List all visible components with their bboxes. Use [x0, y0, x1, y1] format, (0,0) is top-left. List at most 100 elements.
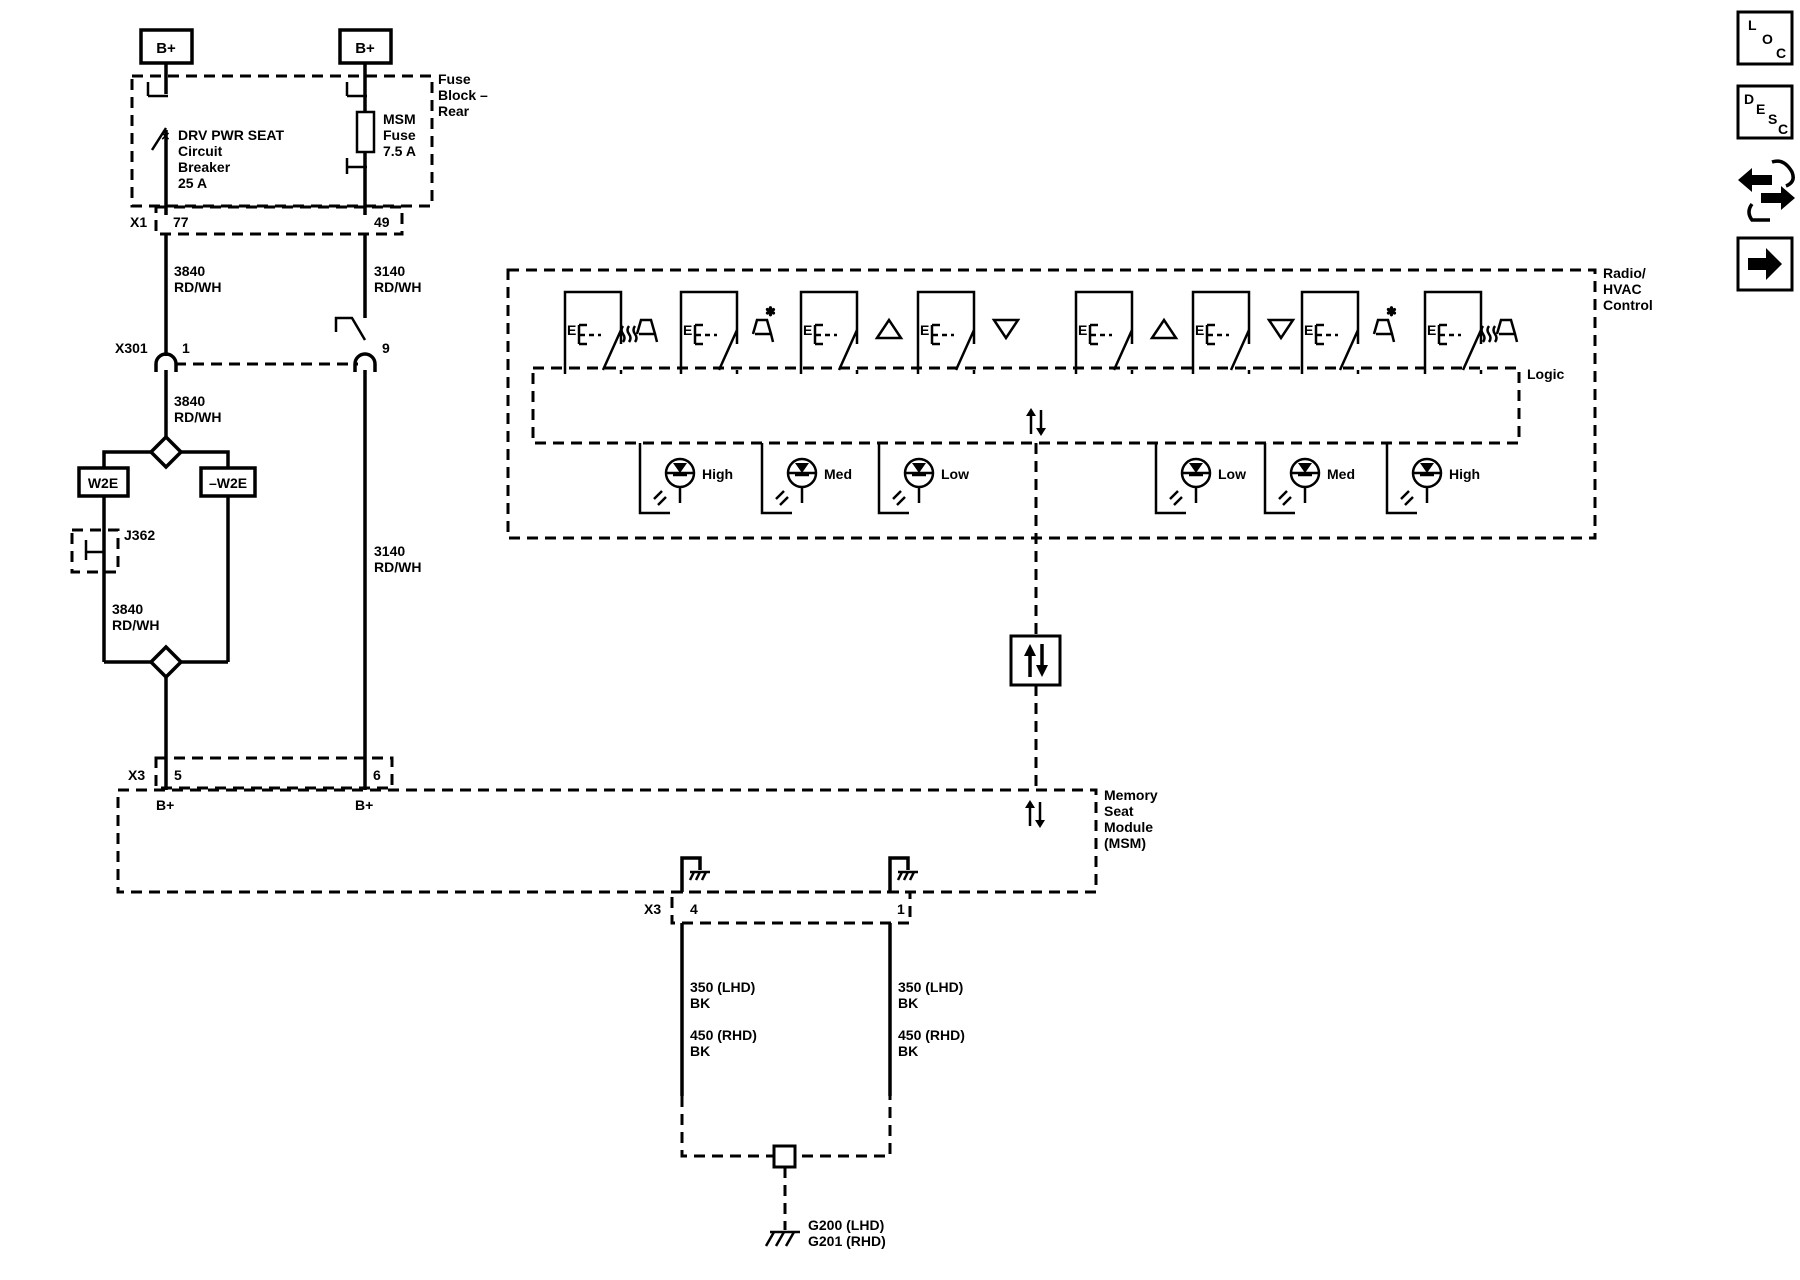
wire-3840-mid-color: RD/WH [174, 409, 221, 425]
arrow-down-icon [1266, 318, 1296, 341]
desc-letter-c: C [1778, 121, 1788, 137]
x3-bottom-label: X3 [644, 901, 661, 917]
hvac-switch: E [1300, 290, 1399, 376]
desc-letter-d: D [1744, 91, 1754, 107]
memory-seat-module: X3 5 6 B+ B+ Memory Seat Module (MSM) X3… [116, 756, 1158, 925]
not-w2e-label: –W2E [209, 475, 247, 491]
loc-letter-c: C [1776, 45, 1786, 61]
bplus-left-box: B+ [139, 28, 194, 65]
led-label: Low [941, 466, 969, 482]
arrow-up-icon [1149, 317, 1179, 340]
led-indicator: High [638, 441, 733, 515]
switch-e-label: E [1078, 322, 1087, 338]
hvac-switch: E [563, 290, 659, 376]
switch-e-label: E [803, 322, 812, 338]
msm-bplus-5: B+ [156, 797, 174, 813]
x301-connector: X301 1 9 [115, 316, 390, 372]
seat-heat-icon [1480, 318, 1519, 344]
led-label: Med [824, 466, 852, 482]
x1-connector-label: X1 [130, 214, 147, 230]
hvac-switch: E [679, 290, 778, 376]
wire-3840-mid-num: 3840 [174, 393, 205, 409]
led-icon [877, 441, 935, 515]
gnd-left-1: 350 (LHD) [690, 979, 755, 995]
led-label: Med [1327, 466, 1355, 482]
radio-name-1: Radio/ [1603, 265, 1646, 281]
option-split: W2E –W2E J362 3840 RD/WH [70, 434, 257, 680]
x3-pin-1: 1 [897, 901, 905, 917]
led-indicator: Low [877, 441, 969, 515]
arrow-down-icon [991, 318, 1021, 341]
wire-3140-mid-color: RD/WH [374, 559, 421, 575]
data-arrows-icon [1026, 408, 1046, 436]
switch-e-label: E [567, 322, 576, 338]
hvac-switch: E [799, 290, 904, 376]
chassis-ground-icon [764, 1230, 800, 1247]
led-icon [1263, 441, 1321, 515]
x3-pin-4: 4 [690, 901, 698, 917]
msm-name-2: Seat [1104, 803, 1134, 819]
hvac-switch: E [1074, 290, 1179, 376]
switch-e-label: E [1427, 322, 1436, 338]
not-w2e-box [199, 466, 257, 498]
led-icon [1385, 441, 1443, 515]
fuse-label-3: 7.5 A [383, 143, 416, 159]
led-indicator: Low [1154, 441, 1246, 515]
radio-hvac-control: Radio/ HVAC Control Logic E E E E E E E E High M… [506, 265, 1653, 540]
led-indicator: Med [1263, 441, 1355, 515]
seat-heat-icon [620, 318, 659, 344]
wire-3140-mid-num: 3140 [374, 543, 405, 559]
desc-button[interactable]: D E S C [1736, 84, 1794, 140]
breaker-label-1: DRV PWR SEAT [178, 127, 284, 143]
bplus-right-label: B+ [355, 40, 375, 57]
gnd-left-4: BK [690, 1043, 710, 1059]
radio-name-2: HVAC [1603, 281, 1642, 297]
msm-name-4: (MSM) [1104, 835, 1146, 851]
arrow-up-icon [874, 317, 904, 340]
hvac-switch: E [1423, 290, 1519, 376]
led-icon [1154, 441, 1212, 515]
seat-cool-icon [751, 302, 778, 344]
msm-bplus-6: B+ [355, 797, 373, 813]
ground-icon [896, 870, 920, 882]
gnd-left-3: 450 (RHD) [690, 1027, 757, 1043]
wire-3840-upper-num: 3840 [174, 263, 205, 279]
hand-arrows-icon[interactable] [1738, 159, 1795, 222]
switch-e-label: E [1195, 322, 1204, 338]
seat-cool-icon [1372, 302, 1399, 344]
fuse-label-1: MSM [383, 111, 416, 127]
fuse-block-name-2: Block – [438, 87, 488, 103]
loc-letter-o: O [1762, 31, 1773, 47]
wire-3840-lower-color: RD/WH [112, 617, 159, 633]
hvac-switch: E [916, 290, 1021, 376]
fuse-block-rear: Fuse Block – Rear × DRV PWR SEAT Circuit… [130, 63, 488, 236]
x1-pin-77: 77 [173, 214, 189, 230]
logic-label: Logic [1527, 366, 1565, 382]
switch-e-label: E [1304, 322, 1313, 338]
desc-icon[interactable] [1736, 84, 1794, 140]
loc-icon[interactable] [1736, 10, 1794, 66]
wire-3840-upper-color: RD/WH [174, 279, 221, 295]
fuse-label-2: Fuse [383, 127, 416, 143]
fuse-block-name-1: Fuse [438, 71, 471, 87]
x301-pin-1: 1 [182, 340, 190, 356]
ground-label-2: G201 (RHD) [808, 1233, 886, 1249]
wire-3140-upper-color: RD/WH [374, 279, 421, 295]
led-icon [760, 441, 818, 515]
loc-button[interactable]: L O C [1736, 10, 1794, 66]
next-arrow-button[interactable] [1736, 236, 1794, 292]
loc-letter-l: L [1748, 17, 1757, 33]
led-icon [638, 441, 696, 515]
x3-top-label: X3 [128, 767, 145, 783]
radio-name-3: Control [1603, 297, 1653, 313]
hvac-switch: E [1191, 290, 1296, 376]
w2e-label: W2E [88, 475, 118, 491]
gnd-right-4: BK [898, 1043, 918, 1059]
desc-letter-s: S [1768, 111, 1777, 127]
data-arrows-icon [1025, 800, 1045, 828]
bplus-left-label: B+ [156, 40, 176, 57]
wire-3840-lower-num: 3840 [112, 601, 143, 617]
msm-name-1: Memory [1104, 787, 1158, 803]
desc-letter-e: E [1756, 101, 1765, 117]
